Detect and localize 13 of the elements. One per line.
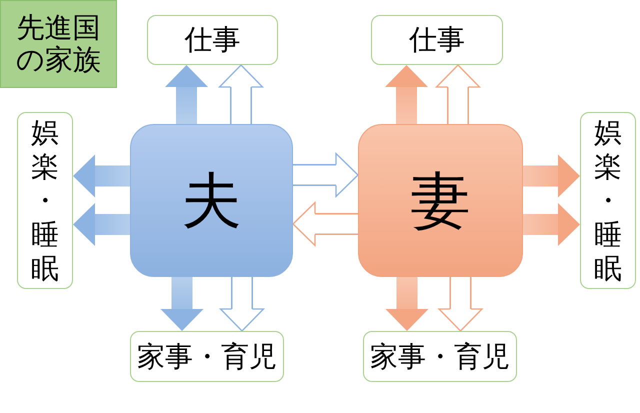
block-arrow [165,65,208,124]
person-box: 夫 [130,124,293,277]
person-box: 妻 [358,124,523,277]
activity-box: 娯楽・睡眠 [580,112,636,289]
block-arrow [385,65,428,124]
title-box: 先進国の家族 [0,0,117,88]
block-arrow [73,154,130,198]
activity-box: 仕事 [371,15,503,65]
activity-box: 娯楽・睡眠 [17,112,73,289]
activity-box: 家事・育児 [363,331,517,382]
block-arrow [73,203,130,246]
activity-box: 家事・育児 [130,331,284,382]
activity-box: 仕事 [147,15,278,65]
